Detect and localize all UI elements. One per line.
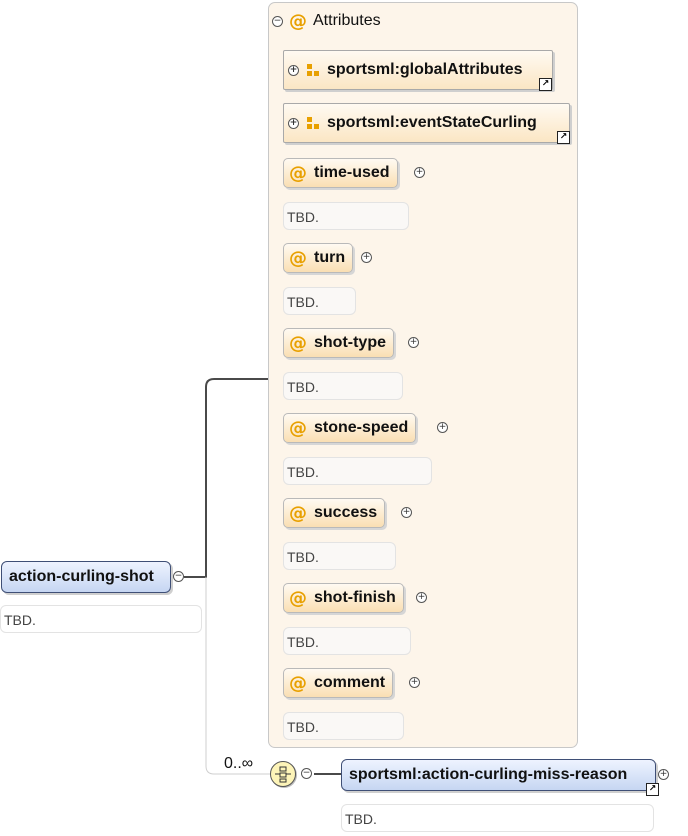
expand-icon[interactable]: + — [414, 167, 425, 178]
group-ref-box[interactable]: + sportsml:globalAttributes — [283, 50, 553, 90]
attribute-icon: @ — [289, 502, 307, 524]
attribute-turn[interactable]: @ turn — [283, 243, 354, 273]
group-ref-label: sportsml:eventStateCurling — [327, 114, 537, 131]
expand-icon[interactable]: + — [658, 769, 669, 780]
attribute-icon: @ — [289, 672, 307, 694]
group-ref-event-state-curling: + sportsml:eventStateCurling ↗ — [283, 103, 570, 144]
group-ref-box[interactable]: + sportsml:eventStateCurling — [283, 103, 570, 143]
attribute-name: success — [314, 504, 378, 521]
element-action-curling-shot[interactable]: action-curling-shot — [1, 561, 171, 593]
attribute-name: shot-type — [314, 334, 386, 351]
attribute-annotation: TBD. — [283, 457, 432, 485]
attribute-stone-speed[interactable]: @ stone-speed — [283, 413, 417, 443]
collapse-icon[interactable]: − — [301, 768, 312, 779]
link-icon[interactable]: ↗ — [539, 78, 552, 91]
expand-icon[interactable]: + — [401, 507, 412, 518]
collapse-icon[interactable]: − — [173, 571, 184, 582]
occurrence-label: 0..∞ — [224, 755, 254, 772]
expand-icon[interactable]: + — [288, 64, 299, 76]
attribute-annotation: TBD. — [283, 372, 403, 400]
element-annotation: TBD. — [341, 804, 654, 832]
attribute-group-icon — [307, 117, 319, 129]
element-name: sportsml:action-curling-miss-reason — [349, 766, 628, 783]
attribute-name: comment — [314, 674, 386, 691]
element-action-curling-miss-reason[interactable]: sportsml:action-curling-miss-reason — [341, 759, 656, 791]
attribute-name: turn — [314, 249, 346, 266]
attributes-title: Attributes — [313, 12, 381, 29]
sequence-compositor[interactable] — [270, 761, 296, 787]
expand-icon[interactable]: + — [437, 422, 448, 433]
expand-icon[interactable]: + — [409, 677, 420, 688]
attribute-comment[interactable]: @ comment — [283, 668, 394, 698]
attribute-icon: @ — [289, 247, 307, 269]
expand-icon[interactable]: + — [416, 592, 427, 603]
attribute-icon: @ — [289, 10, 307, 32]
attribute-icon: @ — [289, 162, 307, 184]
attribute-shot-type[interactable]: @ shot-type — [283, 328, 394, 358]
sequence-icon — [275, 766, 291, 783]
attribute-icon: @ — [289, 587, 307, 609]
expand-icon[interactable]: + — [408, 337, 419, 348]
group-ref-label: sportsml:globalAttributes — [327, 61, 523, 78]
element-to-attributes-connector — [184, 378, 268, 578]
attribute-time-used[interactable]: @ time-used — [283, 158, 398, 188]
attribute-name: time-used — [314, 164, 390, 181]
attribute-icon: @ — [289, 417, 307, 439]
attribute-group-icon — [307, 64, 319, 76]
element-name: action-curling-shot — [9, 568, 154, 585]
attribute-annotation: TBD. — [283, 542, 396, 570]
attribute-name: stone-speed — [314, 419, 409, 436]
element-annotation: TBD. — [0, 605, 202, 633]
group-ref-global-attributes: + sportsml:globalAttributes ↗ — [283, 50, 553, 91]
attribute-icon: @ — [289, 332, 307, 354]
attribute-success[interactable]: @ success — [283, 498, 386, 528]
attribute-name: shot-finish — [314, 589, 396, 606]
attribute-annotation: TBD. — [283, 712, 404, 740]
attribute-annotation: TBD. — [283, 202, 409, 230]
attributes-header: − @ Attributes — [272, 10, 381, 32]
link-icon[interactable]: ↗ — [646, 783, 659, 796]
element-to-sequence-connector — [205, 577, 270, 775]
expand-icon[interactable]: + — [361, 252, 372, 263]
expand-icon[interactable]: + — [288, 117, 299, 129]
attribute-annotation: TBD. — [283, 627, 411, 655]
collapse-icon[interactable]: − — [272, 15, 283, 27]
attribute-annotation: TBD. — [283, 287, 356, 315]
attribute-shot-finish[interactable]: @ shot-finish — [283, 583, 404, 613]
link-icon[interactable]: ↗ — [557, 131, 570, 144]
